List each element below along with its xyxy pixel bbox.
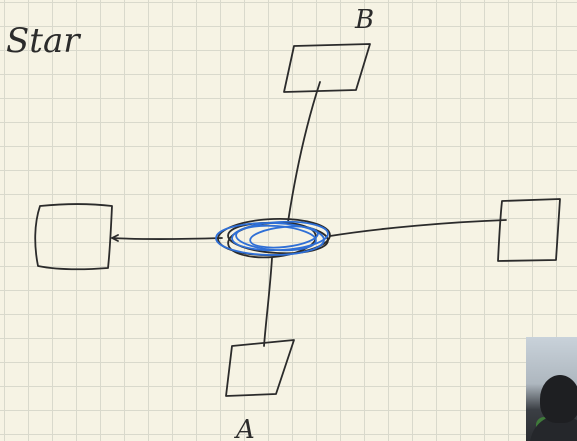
- link-hub-left: [111, 234, 223, 242]
- node-bottom-box: [225, 339, 295, 397]
- hub-node: [215, 218, 331, 259]
- link-hub-top: [287, 81, 321, 223]
- diagram-title: Star: [6, 21, 81, 61]
- node-left-box: [34, 203, 113, 271]
- person-video-icon: [540, 375, 577, 423]
- node-bottom-label: A: [234, 415, 255, 441]
- link-hub-right: [329, 219, 507, 237]
- node-right-box: [497, 198, 561, 262]
- node-top-box: [283, 43, 371, 93]
- link-hub-bottom: [263, 257, 273, 347]
- node-top-label: B: [354, 5, 374, 35]
- webcam-overlay: [526, 337, 577, 441]
